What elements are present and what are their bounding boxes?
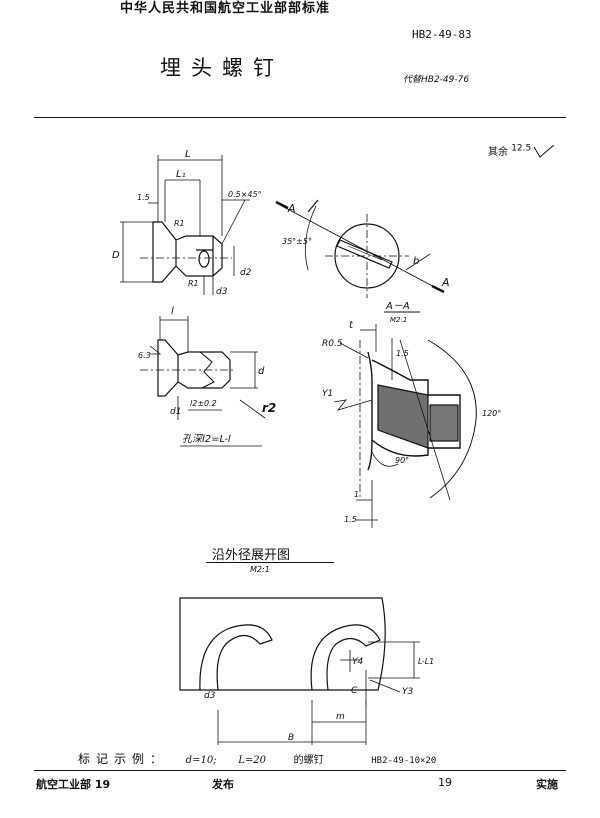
development-view xyxy=(179,597,420,745)
dim-90: 90° xyxy=(395,456,409,465)
marking-example: 标记示例： d=10; L=20 的螺钉 HB2-49-10×20 xyxy=(78,750,436,767)
footer-implement: 实施 xyxy=(536,778,558,791)
footer-issuer: 航空工业部 19 xyxy=(36,778,111,791)
dim-1.5: 1.5 xyxy=(137,193,150,202)
detail-scale: M2:1 xyxy=(390,316,407,324)
roughness-symbol-icon xyxy=(533,144,555,158)
development-title: 沿外径展开图 xyxy=(212,548,291,563)
dim-d1: d1 xyxy=(170,407,181,417)
example-d: d=10; xyxy=(185,755,217,766)
footer-divider xyxy=(34,770,566,771)
roughness-prefix: 其余 xyxy=(488,147,508,158)
dev-B: B xyxy=(288,733,294,743)
dim-D: D xyxy=(112,250,120,261)
dev-Y3: Y3 xyxy=(402,687,413,697)
replaces-note: 代替HB2-49-76 xyxy=(403,75,470,85)
dim-chamfer: 0.5×45° xyxy=(228,190,262,199)
dim-d: d xyxy=(258,366,265,377)
dim-d2: d2 xyxy=(240,268,252,278)
dim-R1-bottom: R1 xyxy=(188,279,199,288)
footer-publish: 发布 xyxy=(212,778,234,791)
page-title: 埋头螺钉 xyxy=(160,56,284,80)
dim-1: 1 xyxy=(354,490,359,499)
screw-side-view xyxy=(120,155,250,295)
dim-t: t xyxy=(349,320,354,331)
dev-L-L1: L-L1 xyxy=(418,657,434,666)
section-mark-A-top: A xyxy=(287,202,296,215)
dev-m: m xyxy=(336,712,345,722)
dim-L1: L₁ xyxy=(176,169,186,180)
detail-title: A－A xyxy=(385,301,410,312)
example-desc: 的螺钉 xyxy=(293,755,324,766)
dev-C: C xyxy=(351,686,358,696)
dim-l2: l2±0.2 xyxy=(190,399,217,408)
ministry-title: 中华人民共和国航空工业部部标准 xyxy=(120,1,331,16)
dim-L: L xyxy=(185,149,191,160)
development-scale: M2:1 xyxy=(250,565,270,574)
example-label: 标记示例： xyxy=(78,752,169,766)
development-title-underline xyxy=(206,562,334,563)
footer-year: 19 xyxy=(438,776,452,789)
label-Y1: Y1 xyxy=(322,389,333,399)
header-divider xyxy=(34,117,566,118)
example-marking: HB2-49-10×20 xyxy=(371,756,437,766)
roughness-value: 12.5 xyxy=(511,143,532,154)
dim-1.5-detail: 1.5 xyxy=(396,349,409,358)
section-mark-A-bottom: A xyxy=(441,276,450,289)
dim-R1-top: R1 xyxy=(174,219,185,228)
roughness-note: 其余 12.5 xyxy=(488,143,556,159)
screw-end-view xyxy=(275,199,445,298)
dim-b: b xyxy=(413,256,419,267)
dim-R0.5: R0.5 xyxy=(322,339,343,349)
dim-angle: 35°±5° xyxy=(282,237,312,246)
detail-section-AA xyxy=(333,311,477,528)
dim-d3: d3 xyxy=(216,287,228,297)
dim-6.3: 6.3 xyxy=(138,351,151,360)
dev-Y4: Y4 xyxy=(352,657,363,667)
dim-r2: r2 xyxy=(262,401,276,415)
dim-1.5-bottom: 1.5 xyxy=(344,515,357,524)
standard-number: HB2-49-83 xyxy=(412,28,472,41)
screw-lower-view xyxy=(140,316,266,447)
hole-depth-note: 孔深l2=L-l xyxy=(182,433,231,445)
dim-120: 120° xyxy=(482,409,501,418)
example-L: L=20 xyxy=(238,755,266,766)
dim-l: l xyxy=(171,306,174,317)
dev-d3: d3 xyxy=(204,691,216,701)
